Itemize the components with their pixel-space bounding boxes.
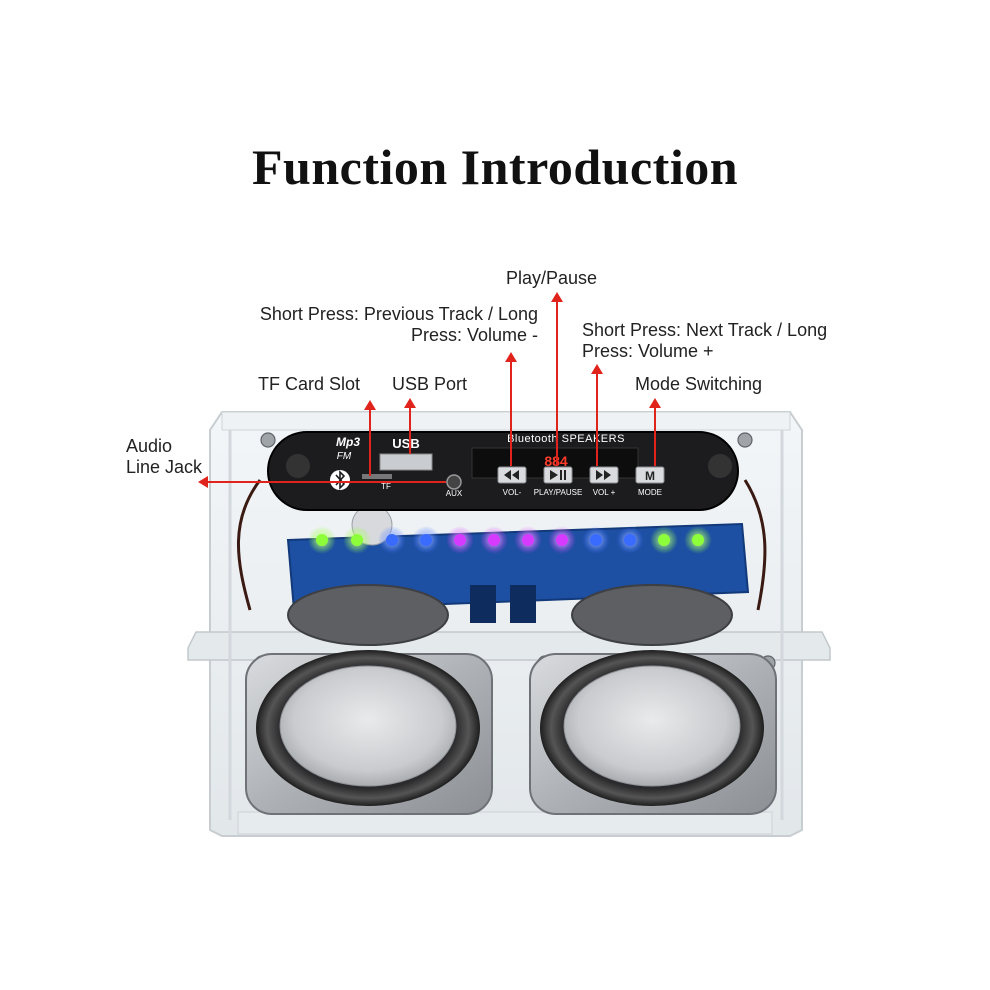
right-speaker [529, 650, 777, 815]
panel-tf-text: TF [381, 482, 391, 491]
panel-fm-text: FM [337, 451, 352, 462]
label-previous-line1: Short Press: Previous Track / Long [259, 304, 538, 324]
label-next-line2: Press: Volume + [582, 341, 714, 361]
label-play-pause: Play/Pause [506, 268, 598, 288]
label-previous-line2: Press: Volume - [410, 325, 538, 345]
panel-mp3-text: Mp3 [336, 435, 360, 449]
label-tf-card-slot: TF Card Slot [258, 374, 361, 394]
panel-play-pause-text: PLAY/PAUSE [534, 488, 583, 497]
left-speaker [245, 650, 493, 815]
panel-mode-text: MODE [638, 488, 662, 497]
label-mode-switching: Mode Switching [635, 374, 763, 394]
label-next-line1: Short Press: Next Track / Long [582, 320, 828, 340]
label-audio-line2: Line Jack [126, 457, 203, 477]
label-audio-line1: Audio [126, 436, 173, 456]
panel-usb-text: USB [392, 436, 419, 451]
panel-aux-text: AUX [446, 489, 463, 498]
panel-buttons: M [497, 466, 665, 484]
label-audio-line-jack: Audio Line Jack [126, 436, 202, 478]
panel-vol-minus-text: VOL- [503, 488, 522, 497]
panel-brand-text: Bluetooth SPEAKERS [507, 433, 625, 445]
label-next-track: Short Press: Next Track / Long Press: Vo… [582, 320, 827, 362]
svg-text:M: M [645, 469, 655, 483]
bluetooth-icon [330, 470, 350, 490]
callout-arrows [198, 292, 661, 488]
aux-jack-icon [446, 474, 462, 490]
led-strip [308, 526, 712, 554]
mode-icon [635, 466, 665, 484]
mp3-module-panel: M [267, 431, 739, 511]
panel-vol-plus-text: VOL + [593, 488, 616, 497]
page-title: Function Introduction [251, 139, 739, 195]
label-usb-port: USB Port [392, 374, 468, 394]
label-previous-track: Short Press: Previous Track / Long Press… [196, 304, 538, 346]
